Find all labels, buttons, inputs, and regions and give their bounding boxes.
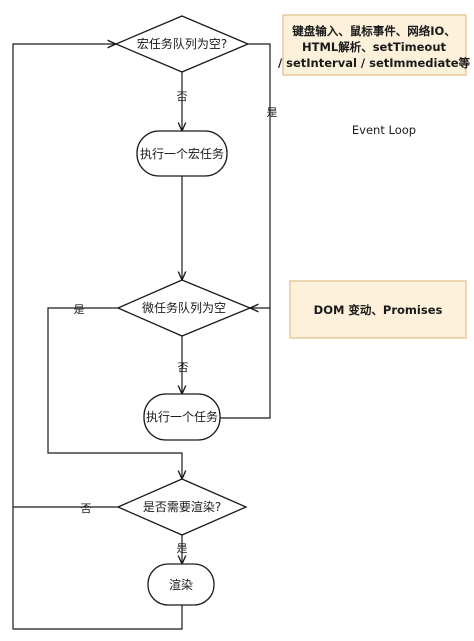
macro-sources-line-1: 键盘输入、鼠标事件、网络IO、	[291, 24, 456, 38]
run-macro-task-node	[136, 130, 228, 177]
render-label: 渲染	[169, 577, 193, 592]
edge-label-macro-no: 否	[177, 90, 188, 103]
edge-micro-yes	[47, 307, 182, 479]
edge-label-render-yes: 是	[177, 542, 188, 555]
render-node	[147, 563, 215, 606]
edge-task-back-to-micro	[220, 308, 271, 419]
micro-sources-label: DOM 变动、Promises	[314, 303, 443, 317]
macro-sources-line-2: HTML解析、setTimeout	[302, 40, 447, 54]
macro-queue-label: 宏任务队列为空?	[137, 36, 227, 51]
need-render-diamond	[116, 478, 248, 536]
edge-label-macro-yes: 是	[267, 106, 278, 119]
macro-sources-line-3: / setInterval / setImmediate等	[278, 56, 471, 70]
run-macro-task-label: 执行一个宏任务	[140, 146, 224, 161]
diagram-title: Event Loop	[352, 123, 416, 137]
run-task-label: 执行一个任务	[146, 409, 218, 424]
macro-sources-note	[282, 14, 467, 76]
run-task-node	[143, 393, 221, 441]
micro-queue-diamond	[116, 279, 252, 337]
edge-macro-yes	[248, 43, 271, 308]
macro-queue-diamond	[114, 15, 250, 73]
loop-back-edge	[12, 44, 183, 630]
edge-label-render-no: 否	[81, 502, 92, 515]
micro-sources-note	[289, 280, 467, 339]
need-render-label: 是否需要渲染?	[143, 499, 221, 514]
edge-label-micro-yes: 是	[74, 303, 85, 316]
micro-queue-label: 微任务队列为空	[142, 300, 226, 315]
edge-label-micro-no: 否	[178, 361, 189, 374]
